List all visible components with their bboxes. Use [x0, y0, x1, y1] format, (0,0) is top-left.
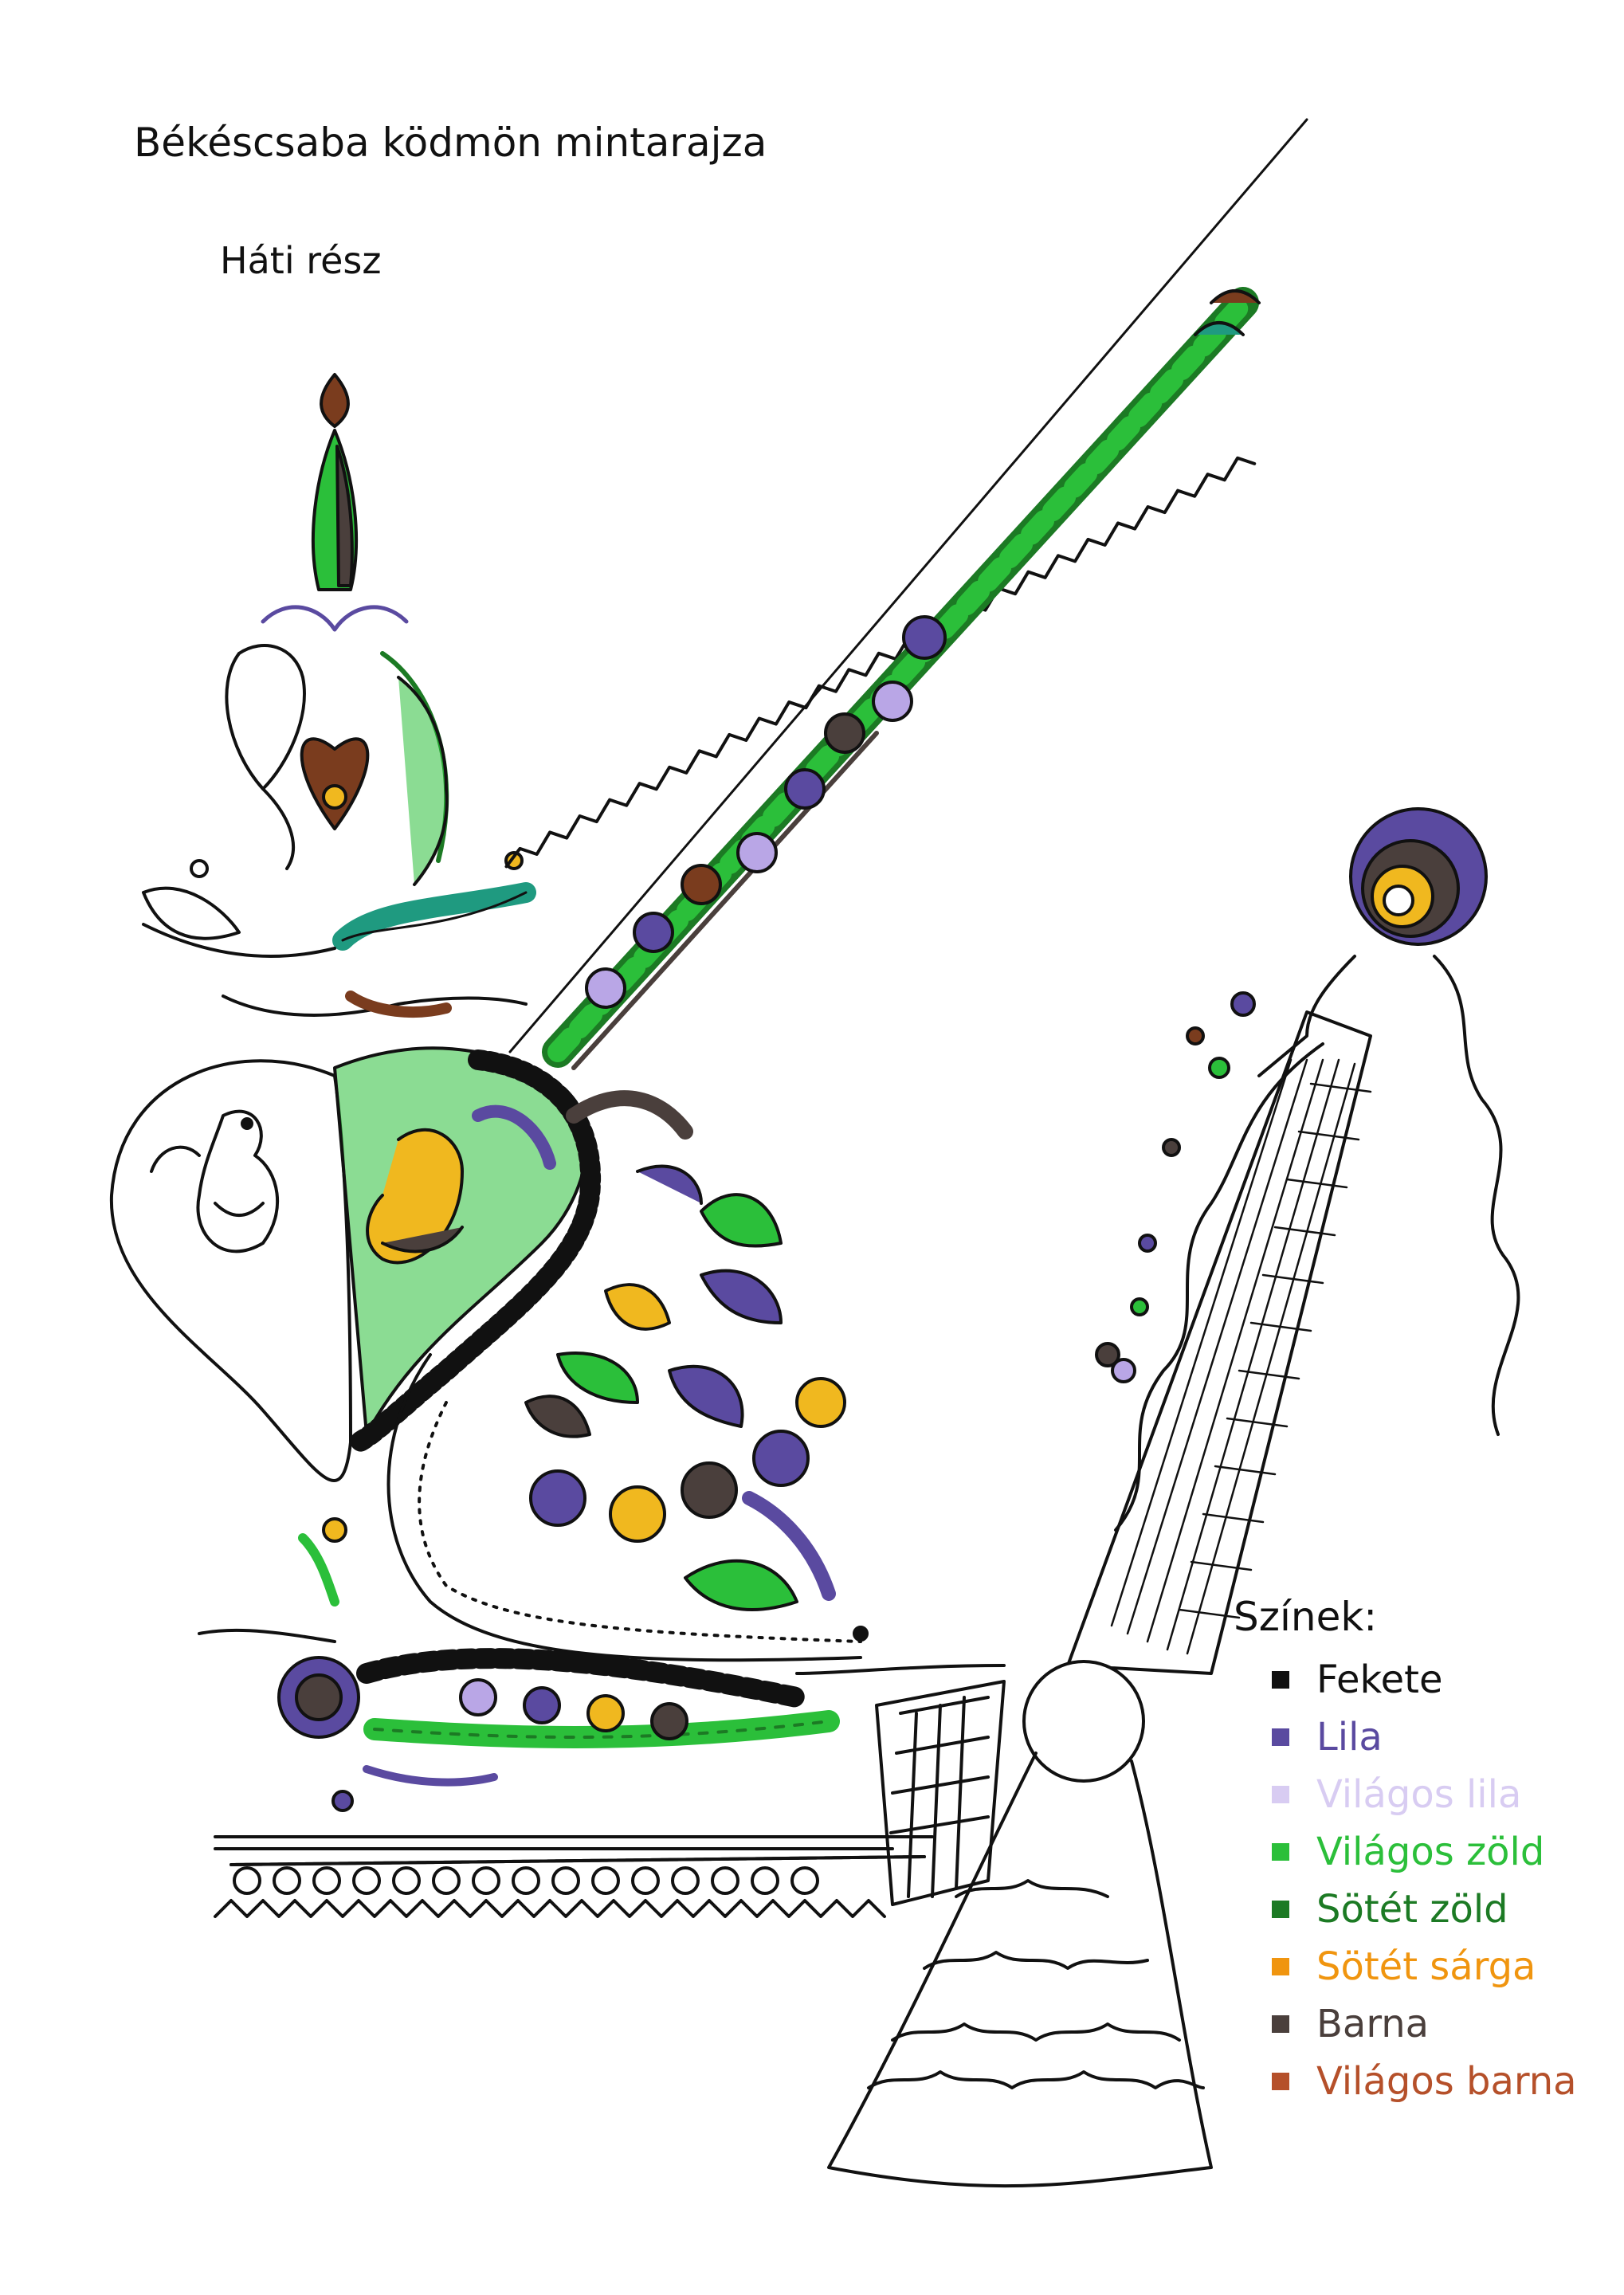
color-swatch	[1272, 1728, 1289, 1746]
page-subtitle: Háti rész	[220, 239, 382, 282]
legend-item-vilagos-barna: Világos barna	[1272, 2053, 1608, 2110]
legend-label: Világos lila	[1316, 1772, 1522, 1817]
legend-item-lila: Lila	[1272, 1708, 1608, 1766]
color-swatch	[1272, 1786, 1289, 1803]
legend-label: Világos zöld	[1316, 1830, 1545, 1874]
legend-title: Színek:	[1234, 1594, 1378, 1640]
legend-label: Világos barna	[1316, 2059, 1577, 2104]
scallop-row	[233, 1866, 819, 1895]
color-swatch	[1272, 2015, 1289, 2033]
color-swatch	[1272, 1958, 1289, 1975]
bottom-left-band	[198, 1517, 1006, 1918]
color-swatch	[1272, 1901, 1289, 1918]
legend-label: Barna	[1316, 2002, 1430, 2046]
legend-item-barna: Barna	[1272, 1995, 1608, 2053]
heart-with-bird	[109, 1046, 602, 1482]
legend-item-fekete: Fekete	[1272, 1651, 1608, 1708]
diagonal-branch	[504, 118, 1308, 1070]
legend-item-vilagos-lila: Világos lila	[1272, 1766, 1608, 1823]
top-tulip-motif	[142, 373, 536, 1018]
right-tassel-motif	[827, 807, 1520, 2188]
color-swatch	[1272, 2073, 1289, 2090]
color-swatch	[1272, 1671, 1289, 1689]
central-floral-cluster	[386, 1090, 869, 1662]
page-title: Békéscsaba ködmön mintarajza	[134, 120, 767, 166]
legend-item-vilagos-zold: Világos zöld	[1272, 1823, 1608, 1881]
legend-label: Fekete	[1316, 1658, 1443, 1702]
legend-item-sotet-sarga: Sötét sárga	[1272, 1938, 1608, 1995]
legend-label: Lila	[1316, 1715, 1383, 1760]
legend-label: Sötét zöld	[1316, 1887, 1508, 1932]
trunk-grid	[1110, 1058, 1372, 1655]
legend-label: Sötét sárga	[1316, 1944, 1536, 1989]
color-swatch	[1272, 1843, 1289, 1861]
legend-item-sotet-zold: Sötét zöld	[1272, 1881, 1608, 1938]
color-legend: Színek: Fekete Lila Világos lila Világos…	[1234, 1594, 1608, 2110]
